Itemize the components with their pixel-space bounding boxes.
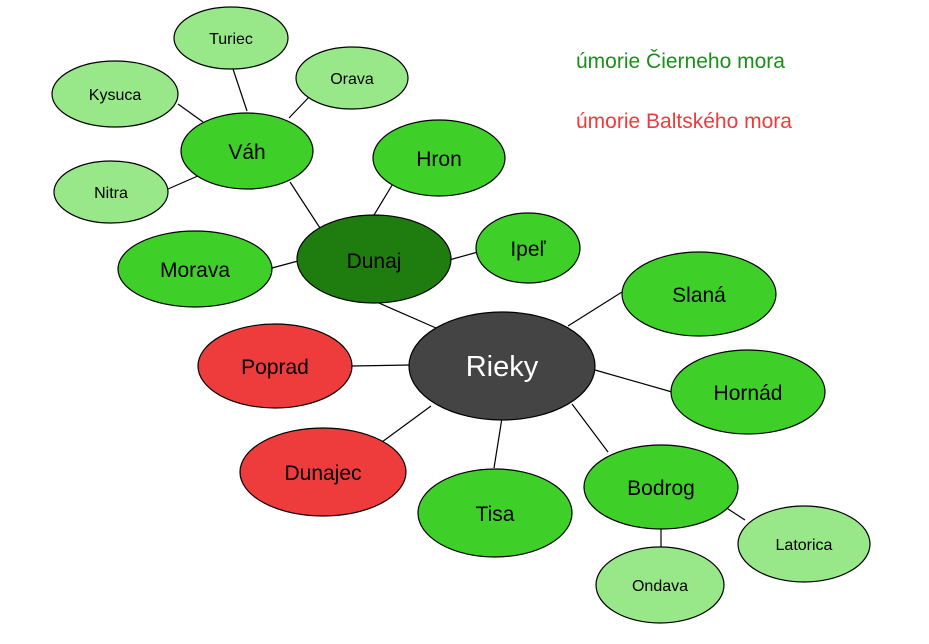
node-turiec-label: Turiec — [209, 31, 253, 48]
node-poprad[interactable]: Poprad — [197, 323, 353, 409]
node-bodrog-label: Bodrog — [627, 477, 695, 500]
edge-center-tisa — [493, 417, 503, 469]
node-slana-label: Slaná — [672, 284, 726, 307]
node-dunajec[interactable]: Dunajec — [239, 427, 407, 517]
node-morava-shape — [117, 230, 273, 308]
node-nitra-label: Nitra — [94, 185, 128, 202]
edge-center-bodrog — [571, 403, 609, 453]
node-center-label: Rieky — [466, 351, 539, 383]
node-hron[interactable]: Hron — [372, 119, 506, 197]
edge-center-dunaj — [371, 299, 437, 329]
node-dunaj-label: Dunaj — [347, 250, 402, 273]
node-hornad[interactable]: Hornád — [670, 349, 826, 435]
node-kysuca[interactable]: Kysuca — [51, 60, 179, 128]
node-hron-label: Hron — [416, 148, 462, 171]
edge-dunaj-hron — [373, 181, 395, 216]
edge-vah-orava — [288, 94, 312, 119]
node-turiec[interactable]: Turiec — [173, 6, 289, 70]
edge-center-dunajec — [381, 405, 432, 443]
node-orava-label: Orava — [330, 71, 374, 88]
node-orava[interactable]: Orava — [295, 46, 409, 110]
node-ipel[interactable]: Ipeľ — [475, 212, 581, 284]
node-hornad-shape — [670, 349, 826, 435]
node-nitra-shape — [53, 160, 169, 224]
edge-vah-turiec — [231, 65, 248, 112]
node-morava[interactable]: Morava — [117, 230, 273, 308]
edge-center-poprad — [351, 364, 411, 367]
node-center-shape — [408, 311, 596, 421]
edge-dunaj-ipel — [448, 251, 479, 261]
node-dunaj[interactable]: Dunaj — [296, 214, 452, 304]
node-ondava[interactable]: Ondava — [595, 546, 725, 624]
node-ipel-label: Ipeľ — [510, 238, 546, 261]
edge-center-slana — [567, 291, 623, 327]
node-ipel-shape — [475, 212, 581, 284]
node-hron-shape — [372, 119, 506, 197]
edge-dunaj-vah — [289, 181, 321, 229]
node-vah-shape — [180, 112, 314, 190]
node-bodrog[interactable]: Bodrog — [583, 444, 739, 530]
node-poprad-shape — [197, 323, 353, 409]
node-orava-shape — [295, 46, 409, 110]
node-vah-label: Váh — [228, 141, 265, 164]
node-nitra[interactable]: Nitra — [53, 160, 169, 224]
node-dunaj-shape — [296, 214, 452, 304]
node-ondava-shape — [595, 546, 725, 624]
node-tisa-label: Tisa — [476, 503, 515, 526]
node-dunajec-shape — [239, 427, 407, 517]
node-latorica-shape — [737, 505, 871, 583]
node-slana[interactable]: Slaná — [621, 251, 777, 337]
node-slana-shape — [621, 251, 777, 337]
node-poprad-label: Poprad — [241, 356, 309, 379]
node-dunajec-label: Dunajec — [284, 462, 361, 485]
node-latorica[interactable]: Latorica — [737, 505, 871, 583]
node-hornad-label: Hornád — [714, 382, 783, 405]
node-tisa-shape — [417, 468, 573, 558]
legend-black-sea: úmorie Čierneho mora — [576, 50, 785, 73]
node-ondava-label: Ondava — [632, 578, 688, 595]
node-tisa[interactable]: Tisa — [417, 468, 573, 558]
node-vah[interactable]: Váh — [180, 112, 314, 190]
node-morava-label: Morava — [160, 259, 230, 282]
node-center[interactable]: Rieky — [408, 311, 596, 421]
node-bodrog-shape — [583, 444, 739, 530]
edge-center-hornad — [594, 369, 673, 393]
edge-bodrog-latorica — [724, 506, 746, 521]
node-kysuca-label: Kysuca — [89, 87, 142, 104]
node-kysuca-shape — [51, 60, 179, 128]
node-latorica-label: Latorica — [776, 537, 833, 554]
node-turiec-shape — [173, 6, 289, 70]
edge-dunaj-morava — [271, 260, 299, 269]
legend-baltic-sea: úmorie Baltského mora — [576, 110, 792, 133]
connectors — [167, 65, 746, 548]
edge-vah-kysuca — [177, 103, 204, 123]
